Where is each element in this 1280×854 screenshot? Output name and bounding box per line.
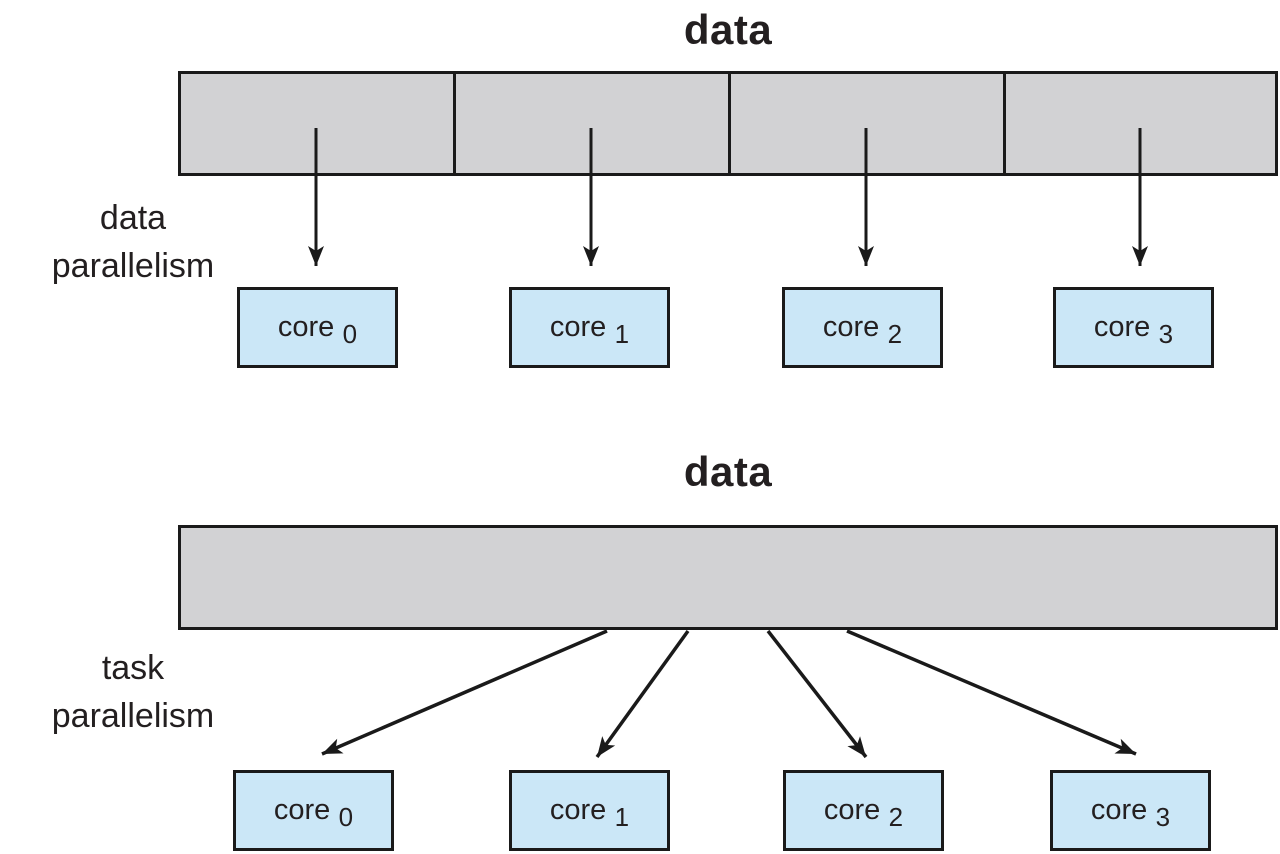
core-label: core: [822, 311, 880, 343]
core-index: 1: [614, 319, 630, 350]
core-index: 1: [614, 802, 630, 833]
core-label: core: [1090, 794, 1148, 826]
bar-divider: [1003, 74, 1006, 173]
bar-divider: [453, 74, 456, 173]
core-label: core: [823, 794, 881, 826]
fan-arrow-1: [595, 629, 690, 759]
core-label: core: [273, 794, 331, 826]
fan-arrow-2: [766, 629, 868, 759]
bar-divider: [728, 74, 731, 173]
fan-arrow-0: [321, 629, 608, 756]
core-index: 3: [1155, 802, 1171, 833]
fan-arrow-3: [846, 629, 1137, 756]
solid-data-bar: [178, 525, 1278, 630]
core-index: 3: [1158, 319, 1174, 350]
core-label: core: [277, 311, 335, 343]
task-parallelism-label: task parallelism: [8, 644, 258, 741]
core-index: 0: [338, 802, 354, 833]
core-index: 2: [888, 802, 904, 833]
core-label: core: [549, 794, 607, 826]
core-label: core: [549, 311, 607, 343]
data-parallelism-title: data: [683, 6, 773, 53]
side-label-line: parallelism: [51, 247, 215, 286]
core-index: 0: [342, 319, 358, 350]
side-label-line: parallelism: [51, 697, 215, 736]
side-label-line: data: [99, 199, 167, 237]
task-parallelism-title: data: [683, 448, 773, 495]
segmented-data-bar: [178, 71, 1278, 176]
core-index: 2: [887, 319, 903, 350]
side-label-line: task: [101, 649, 165, 687]
core-label: core: [1093, 311, 1151, 343]
data-parallelism-label: data parallelism: [8, 194, 258, 291]
